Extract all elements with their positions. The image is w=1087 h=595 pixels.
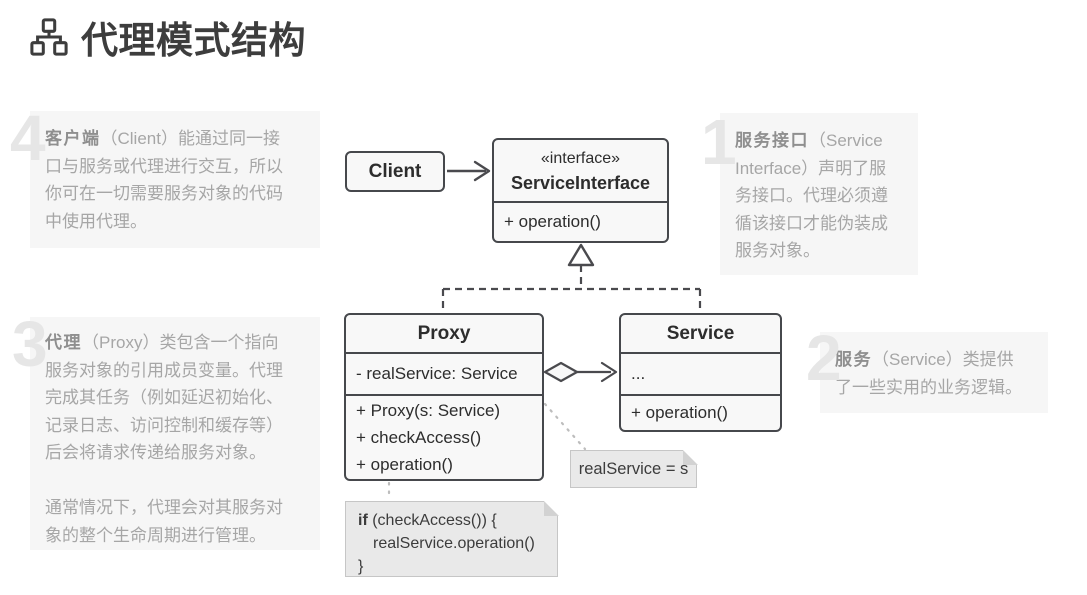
proxy-class-name: Proxy: [417, 322, 471, 344]
annotation-number-3: 3: [12, 308, 48, 380]
service-interface-header: «interface» ServiceInterface: [494, 140, 667, 201]
service-method-operation: + operation(): [621, 394, 780, 430]
note-code-keyword: if: [358, 512, 368, 529]
realization-dashed-lines: [441, 265, 702, 312]
aggregation-arrowhead-icon: [600, 361, 618, 383]
annotation-client-term: 客户端: [45, 129, 101, 148]
page-header: 代理模式结构: [30, 10, 306, 64]
annotation-number-1: 1: [701, 106, 737, 178]
interface-stereotype: «interface»: [540, 149, 621, 167]
annotation-proxy-text: （Proxy）类包含一个指向 服务对象的引用成员变量。代理 完成其任务（例如延迟…: [45, 333, 283, 545]
annotation-proxy: 代理（Proxy）类包含一个指向 服务对象的引用成员变量。代理 完成其任务（例如…: [30, 317, 320, 550]
service-interface-method-operation: + operation(): [494, 201, 667, 241]
service-interface-class-name: ServiceInterface: [510, 172, 651, 193]
proxy-attribute-realservice: - realService: Service: [346, 352, 542, 394]
annotation-number-2: 2: [806, 322, 842, 394]
proxy-method-checkaccess: + checkAccess(): [356, 428, 482, 447]
annotation-number-4: 4: [10, 102, 46, 174]
note-code-line-1-rest: (checkAccess()) {: [367, 512, 497, 529]
note-assignment-text: realService = s: [578, 459, 689, 478]
annotation-client: 客户端（Client）能通过同一接 口与服务或代理进行交互，所以 你可在一切需要…: [30, 111, 320, 248]
note-anchor-assignment-line: [543, 402, 587, 451]
service-attribute-ellipsis: ...: [621, 352, 780, 394]
realization-triangle-icon: [567, 243, 595, 267]
page-title: 代理模式结构: [81, 20, 306, 61]
client-class-name: Client: [368, 160, 422, 182]
service-class-name: Service: [666, 322, 735, 344]
proxy-methods-section: + Proxy(s: Service) + checkAccess() + op…: [346, 394, 542, 479]
annotation-service-interface-term: 服务接口: [735, 131, 809, 150]
uml-class-client: Client: [345, 151, 445, 192]
proxy-method-operation: + operation(): [356, 455, 453, 474]
annotation-service-interface-text: （Service Interface）声明了服 务接口。代理必须遵 循该接口才能…: [735, 131, 888, 260]
annotation-service: 服务（Service）类提供 了一些实用的业务逻辑。: [820, 332, 1048, 413]
proxy-method-constructor: + Proxy(s: Service): [356, 401, 501, 420]
annotation-proxy-term: 代理: [45, 333, 82, 352]
client-association-arrowhead-icon: [473, 160, 491, 182]
note-code-line-2: realService.operation(): [373, 535, 535, 552]
aggregation-diamond-icon: [543, 361, 579, 383]
annotation-service-text: （Service）类提供 了一些实用的业务逻辑。: [835, 350, 1022, 397]
uml-class-proxy: Proxy - realService: Service + Proxy(s: …: [344, 313, 544, 481]
uml-class-service-interface: «interface» ServiceInterface + operation…: [492, 138, 669, 243]
note-code: if (checkAccess()) { realService.operati…: [345, 500, 559, 577]
uml-class-service: Service ... + operation(): [619, 313, 782, 432]
annotation-client-text: （Client）能通过同一接 口与服务或代理进行交互，所以 你可在一切需要服务对…: [45, 129, 283, 231]
note-assignment: realService = s: [570, 449, 698, 488]
annotation-service-term: 服务: [835, 350, 872, 369]
structure-icon: [30, 18, 68, 56]
note-code-line-3: }: [358, 558, 364, 575]
annotation-service-interface: 服务接口（Service Interface）声明了服 务接口。代理必须遵 循该…: [720, 113, 918, 275]
note-code-line-1: if (checkAccess()) {: [358, 509, 557, 532]
